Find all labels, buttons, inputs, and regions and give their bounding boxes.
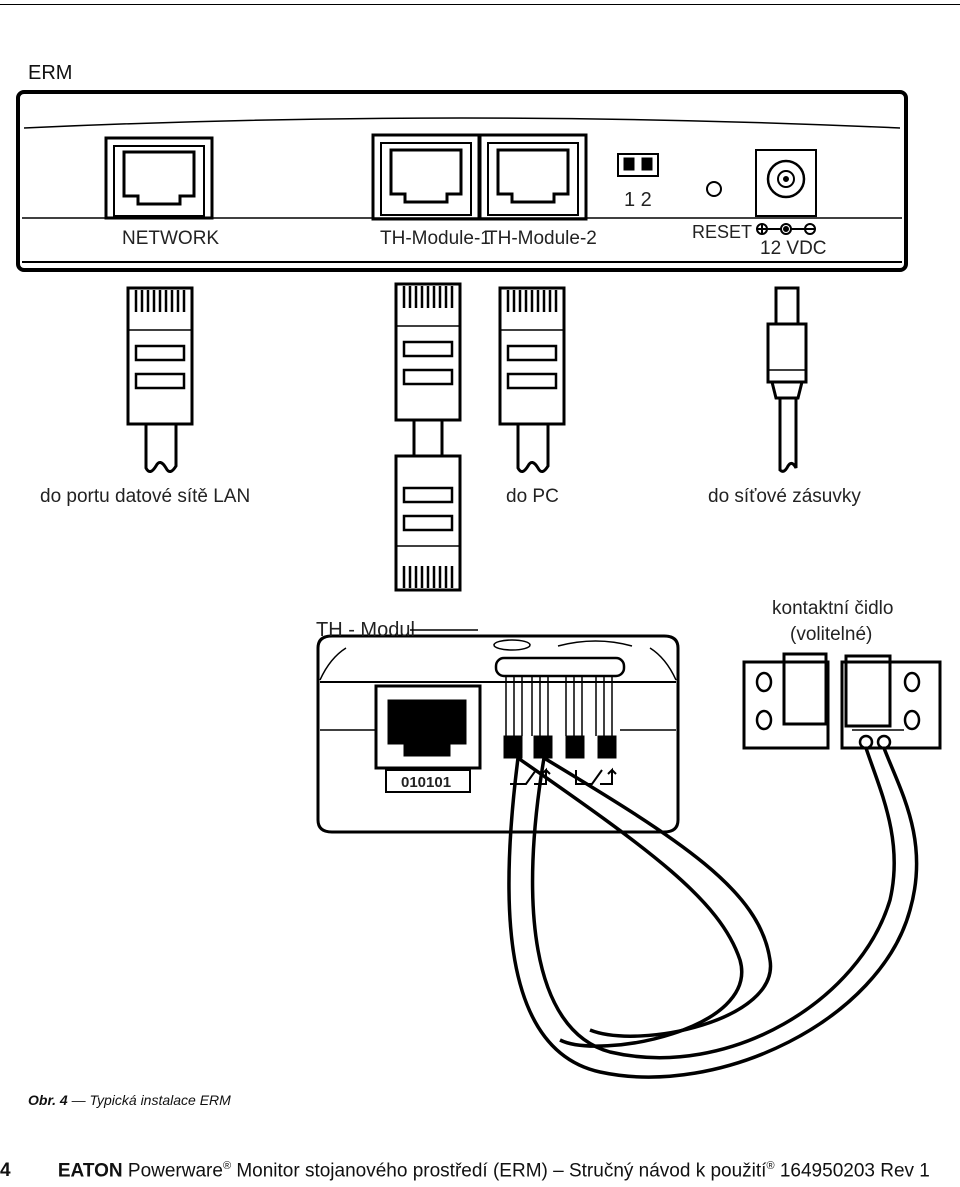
th-module-label: TH - Modul — [316, 619, 415, 641]
port-label-network: NETWORK — [122, 228, 219, 249]
page-footer: 4 EATON Powerware® Monitor stojanového p… — [0, 1160, 930, 1182]
port-label-th1: TH-Module-1 — [380, 228, 491, 249]
th-module-1-port — [371, 133, 481, 221]
caption-number: 4 — [59, 1092, 68, 1108]
erm-device — [16, 90, 908, 272]
figure-title: ERM — [28, 62, 73, 84]
sensor-wire — [507, 747, 919, 1079]
footer-product: Powerware — [127, 1160, 223, 1182]
caption-text: Typická instalace ERM — [89, 1092, 231, 1108]
th-module — [316, 634, 680, 834]
lan-plug — [126, 286, 194, 473]
page-number: 4 — [0, 1160, 11, 1182]
contact-sensor — [742, 652, 942, 750]
pc-plug — [498, 286, 566, 473]
footer-reg: ® — [222, 1160, 232, 1172]
sensor-label-line2: (volitelné) — [790, 624, 872, 645]
footer-title: Monitor stojanového prostředí (ERM) – St… — [236, 1160, 767, 1182]
pc-cable-label: do PC — [506, 486, 559, 507]
network-port — [104, 136, 214, 220]
dip-switch — [617, 153, 659, 177]
footer-brand: EATON — [57, 1160, 123, 1182]
reset-label: RESET — [692, 222, 752, 242]
reset-button — [706, 181, 722, 197]
th-module-plug — [394, 454, 462, 592]
polarity-icon — [756, 223, 816, 235]
lan-cable-label: do portu datové sítě LAN — [40, 486, 250, 507]
sensor-label-line1: kontaktní čidlo — [772, 598, 893, 619]
pc-plug-top — [394, 282, 462, 456]
caption-prefix: Obr. — [28, 1092, 57, 1108]
power-plug — [766, 286, 808, 473]
power-label: 12 VDC — [760, 238, 827, 259]
footer-doc-number: 164950203 Rev 1 — [779, 1160, 930, 1182]
port-label-th2: TH-Module-2 — [486, 228, 597, 249]
th-module-code: 010101 — [401, 774, 451, 791]
power-jack — [755, 149, 817, 217]
switch-label: 1 2 — [624, 189, 652, 211]
caption-dash: — — [71, 1092, 86, 1108]
figure-caption: Obr. 4 — Typická instalace ERM — [28, 1092, 231, 1108]
th-module-2-port — [478, 133, 588, 221]
outlet-cable-label: do síťové zásuvky — [708, 486, 861, 507]
footer-reg-2: ® — [766, 1160, 775, 1172]
top-rule — [0, 4, 960, 5]
